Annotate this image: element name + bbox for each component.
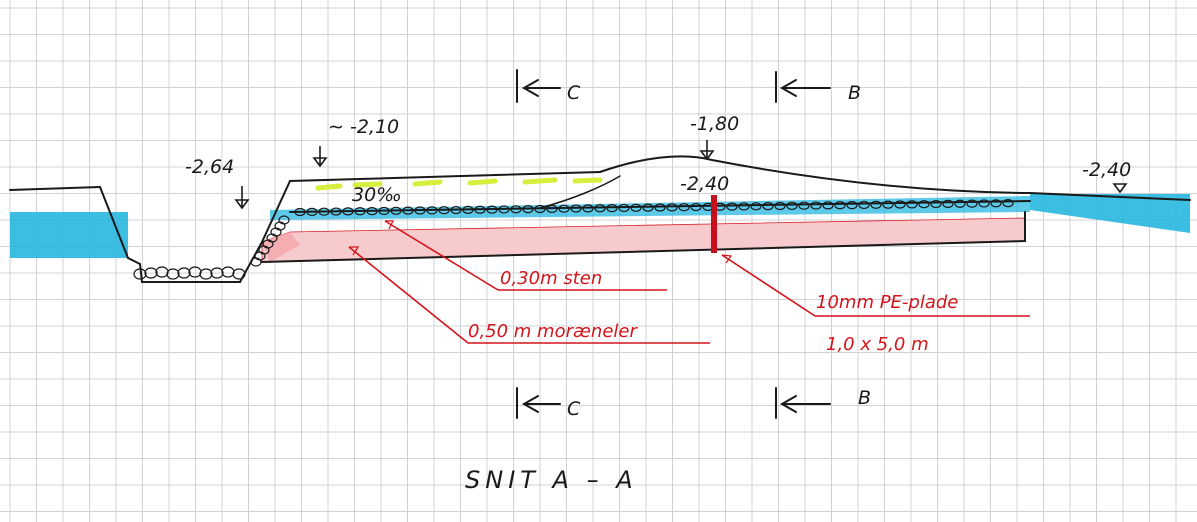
stone bbox=[990, 199, 1002, 208]
stone bbox=[522, 205, 534, 214]
stone bbox=[438, 206, 450, 215]
stone bbox=[498, 205, 510, 214]
stone bbox=[1002, 199, 1014, 208]
section-arrows bbox=[516, 69, 831, 419]
stone bbox=[954, 199, 966, 208]
stone bbox=[858, 200, 870, 210]
stone bbox=[882, 200, 894, 209]
stone bbox=[894, 200, 906, 209]
annotation-leaders bbox=[348, 220, 1030, 344]
stone bbox=[906, 200, 918, 209]
stone bbox=[534, 204, 546, 214]
stone bbox=[942, 199, 954, 208]
stone bbox=[133, 268, 147, 280]
section-marker-c-bottom: C bbox=[567, 398, 581, 420]
stone bbox=[930, 199, 942, 209]
stone bbox=[726, 202, 738, 211]
stone bbox=[666, 203, 678, 212]
stone bbox=[594, 204, 606, 213]
stone bbox=[306, 207, 318, 216]
stone bbox=[462, 205, 474, 214]
stone bbox=[654, 203, 666, 212]
stone bbox=[846, 201, 858, 210]
stone bbox=[342, 207, 354, 216]
pe-plate bbox=[711, 195, 717, 253]
stone bbox=[762, 202, 774, 211]
stone bbox=[426, 206, 438, 215]
stone bbox=[774, 201, 786, 211]
stone bbox=[630, 203, 642, 212]
level-water-under-crest: -2,40 bbox=[680, 173, 729, 195]
stone bbox=[798, 201, 810, 210]
stone bbox=[278, 215, 290, 225]
stone bbox=[810, 201, 822, 210]
stone bbox=[834, 201, 846, 210]
stone bbox=[330, 207, 342, 216]
stone bbox=[232, 268, 246, 280]
stone bbox=[750, 202, 762, 211]
stone bbox=[155, 266, 169, 278]
level-crest: -1,80 bbox=[690, 113, 739, 135]
stone bbox=[450, 205, 462, 215]
stone bbox=[558, 204, 570, 213]
stone bbox=[414, 206, 426, 215]
section-marker-b-top: B bbox=[848, 82, 861, 104]
stone bbox=[618, 203, 630, 213]
annotation-pe-plate-1: 10mm PE-plade bbox=[816, 292, 958, 313]
level-markers bbox=[234, 140, 1128, 210]
level-marker-right bbox=[1112, 183, 1128, 194]
stone bbox=[738, 202, 750, 211]
stone bbox=[510, 205, 522, 214]
level-left-bank: -2,64 bbox=[185, 156, 234, 178]
annotation-stone: 0,30m sten bbox=[500, 268, 602, 289]
stone bbox=[570, 204, 582, 213]
stone bbox=[642, 203, 654, 212]
water-right bbox=[1030, 194, 1190, 233]
moraine-fill-left bbox=[262, 232, 300, 262]
stone bbox=[966, 199, 978, 208]
stone bbox=[474, 205, 486, 214]
stone bbox=[221, 266, 235, 278]
stone bbox=[606, 204, 618, 213]
stone bbox=[144, 267, 158, 279]
stone-layer bbox=[133, 199, 1014, 280]
stone bbox=[366, 207, 378, 216]
stone bbox=[486, 205, 498, 214]
stone bbox=[210, 267, 224, 279]
stone bbox=[378, 206, 390, 216]
slope-label: 30‰ bbox=[352, 184, 402, 206]
stone bbox=[786, 201, 798, 210]
drawing-title: SNIT A – A bbox=[465, 466, 638, 494]
stone bbox=[822, 201, 834, 210]
stone bbox=[294, 207, 306, 217]
section-marker-c-top: C bbox=[567, 82, 581, 104]
annotation-moraine: 0,50 m moræneler bbox=[468, 321, 638, 342]
stone bbox=[546, 204, 558, 213]
stone bbox=[390, 206, 402, 215]
stone bbox=[918, 200, 930, 209]
stone bbox=[678, 203, 690, 212]
stone bbox=[166, 268, 180, 280]
stone bbox=[690, 202, 702, 212]
section-marker-b-bottom: B bbox=[858, 387, 871, 409]
stone bbox=[354, 207, 366, 216]
stone bbox=[199, 268, 213, 280]
stone bbox=[318, 207, 330, 216]
annotation-pe-plate-2: 1,0 x 5,0 m bbox=[826, 334, 929, 355]
level-right-bank: -2,40 bbox=[1082, 159, 1131, 181]
stone bbox=[978, 199, 990, 208]
level-dike-left: ∼ -2,10 bbox=[328, 116, 399, 138]
stone bbox=[582, 204, 594, 213]
stone bbox=[177, 267, 191, 279]
water-left bbox=[10, 212, 128, 258]
stone bbox=[870, 200, 882, 209]
grass-stripes bbox=[315, 177, 603, 191]
stone bbox=[402, 206, 414, 215]
